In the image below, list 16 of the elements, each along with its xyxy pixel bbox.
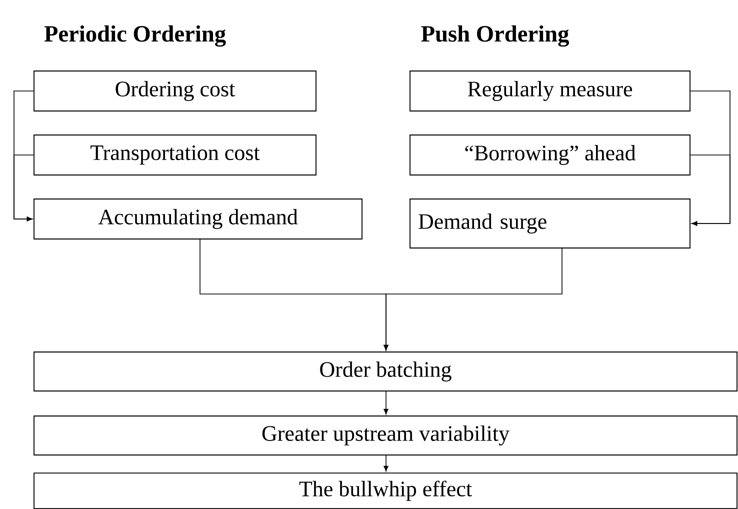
arrow <box>690 154 730 226</box>
arrow <box>384 248 562 350</box>
process-box: The bullwhip effect <box>34 472 738 509</box>
process-box: Transportation cost <box>34 134 316 176</box>
process-box: Regularly measure <box>410 70 690 112</box>
arrow <box>384 455 388 472</box>
process-box: Ordering cost <box>34 70 316 112</box>
arrow <box>14 154 34 222</box>
process-box: “Borrowing” ahead <box>410 134 690 176</box>
arrow <box>384 391 388 414</box>
process-box: Order batching <box>34 352 738 392</box>
process-box: Accumulating demand <box>34 198 362 240</box>
column-heading: Push Ordering <box>421 25 569 47</box>
process-box: Greater upstream variability <box>34 416 738 456</box>
column-heading: Periodic Ordering <box>44 25 226 47</box>
process-box: Demand surge <box>410 198 690 248</box>
